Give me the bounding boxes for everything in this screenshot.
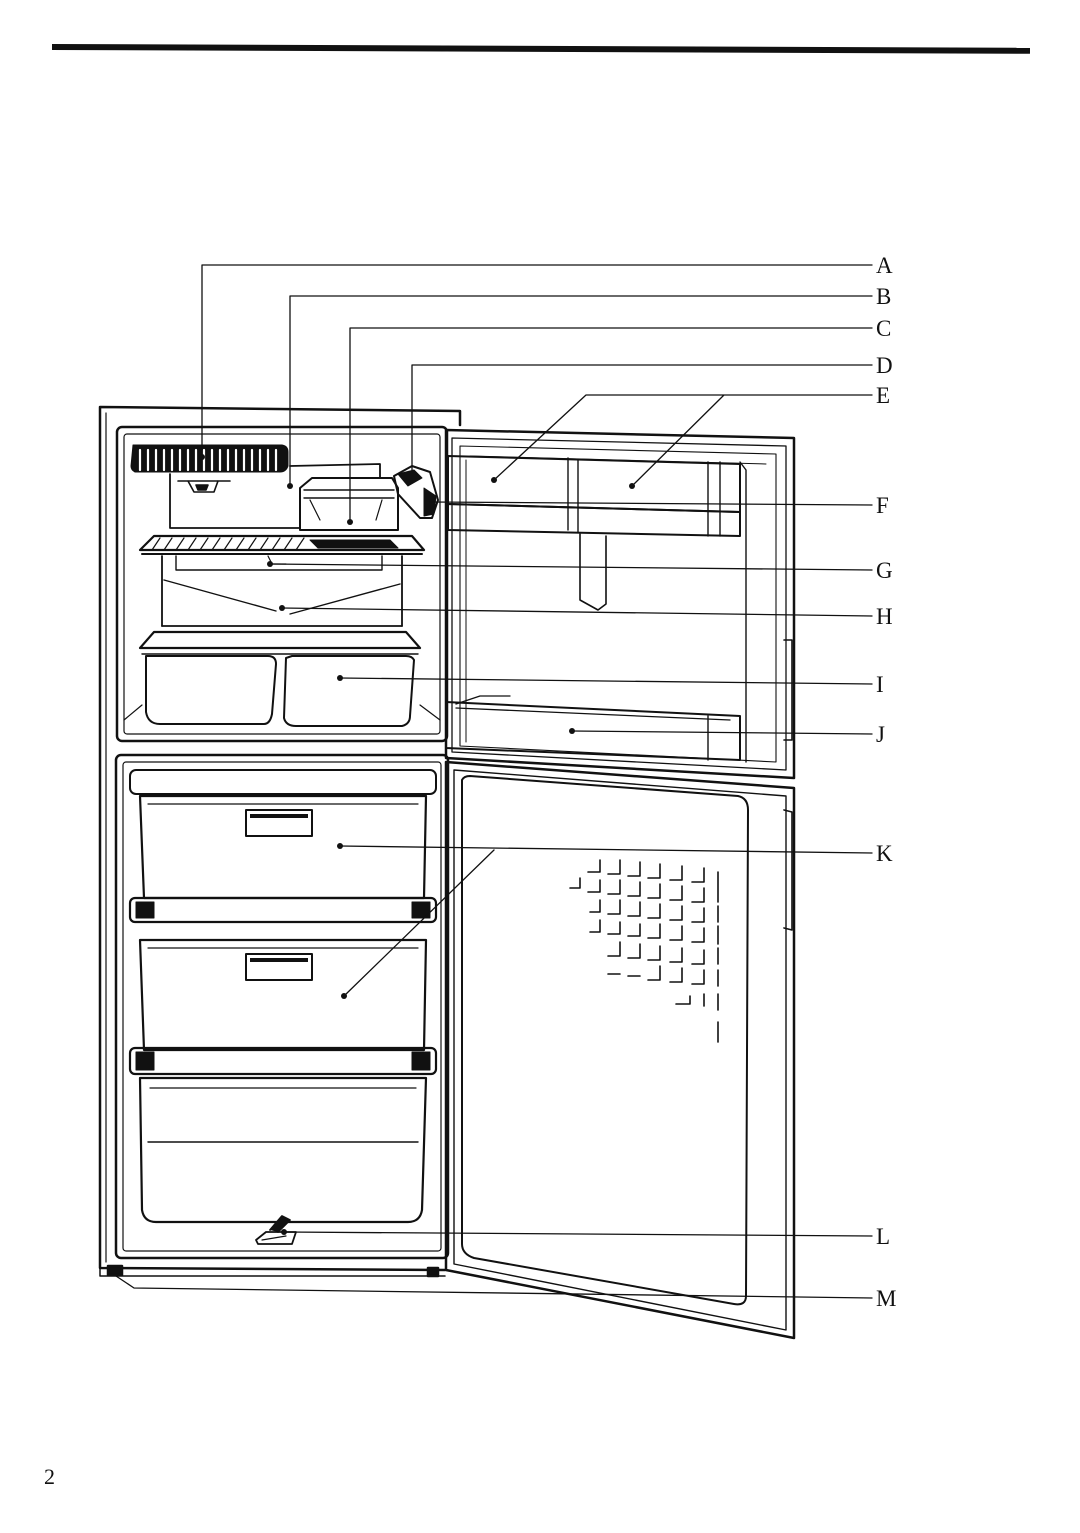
freezer-drawer-upper xyxy=(128,769,438,924)
callout-a: A xyxy=(876,253,893,278)
bottle-shelf xyxy=(445,695,741,761)
freezer-drawer-lower xyxy=(138,1076,428,1224)
freezer-door-marks xyxy=(569,859,719,1043)
callout-labels: A B C D E F G H I J K L M xyxy=(876,253,896,1311)
callout-h: H xyxy=(876,604,893,629)
freezer-door xyxy=(444,760,796,1340)
callout-i: I xyxy=(876,672,884,697)
callout-d: D xyxy=(876,353,893,378)
chiller-compartment xyxy=(169,463,381,529)
wire-shelf xyxy=(138,534,426,571)
callout-c: C xyxy=(876,316,891,341)
thermostat-fitting xyxy=(177,480,231,493)
fridge-door xyxy=(444,428,796,780)
callout-b: B xyxy=(876,284,891,309)
top-grille xyxy=(130,444,289,473)
cabinet xyxy=(98,405,462,1278)
page-number: 2 xyxy=(44,1464,55,1489)
freezer-drawer-middle xyxy=(128,938,438,1076)
control-housing xyxy=(393,465,439,519)
ice-box xyxy=(299,477,399,531)
leader-dots xyxy=(199,454,635,1235)
freezer-compartment xyxy=(114,753,450,1260)
callout-e: E xyxy=(876,383,890,408)
callout-f: F xyxy=(876,493,889,518)
callout-k: K xyxy=(876,841,893,866)
callout-j: J xyxy=(876,722,885,747)
door-catch xyxy=(255,1215,297,1245)
upper-door-balcony xyxy=(447,455,747,763)
callout-g: G xyxy=(876,558,893,583)
callout-l: L xyxy=(876,1224,890,1249)
crisper-drawers xyxy=(138,630,422,727)
crisper-cover xyxy=(161,555,403,627)
leader-lines xyxy=(115,264,873,1299)
callout-m: M xyxy=(876,1286,896,1311)
